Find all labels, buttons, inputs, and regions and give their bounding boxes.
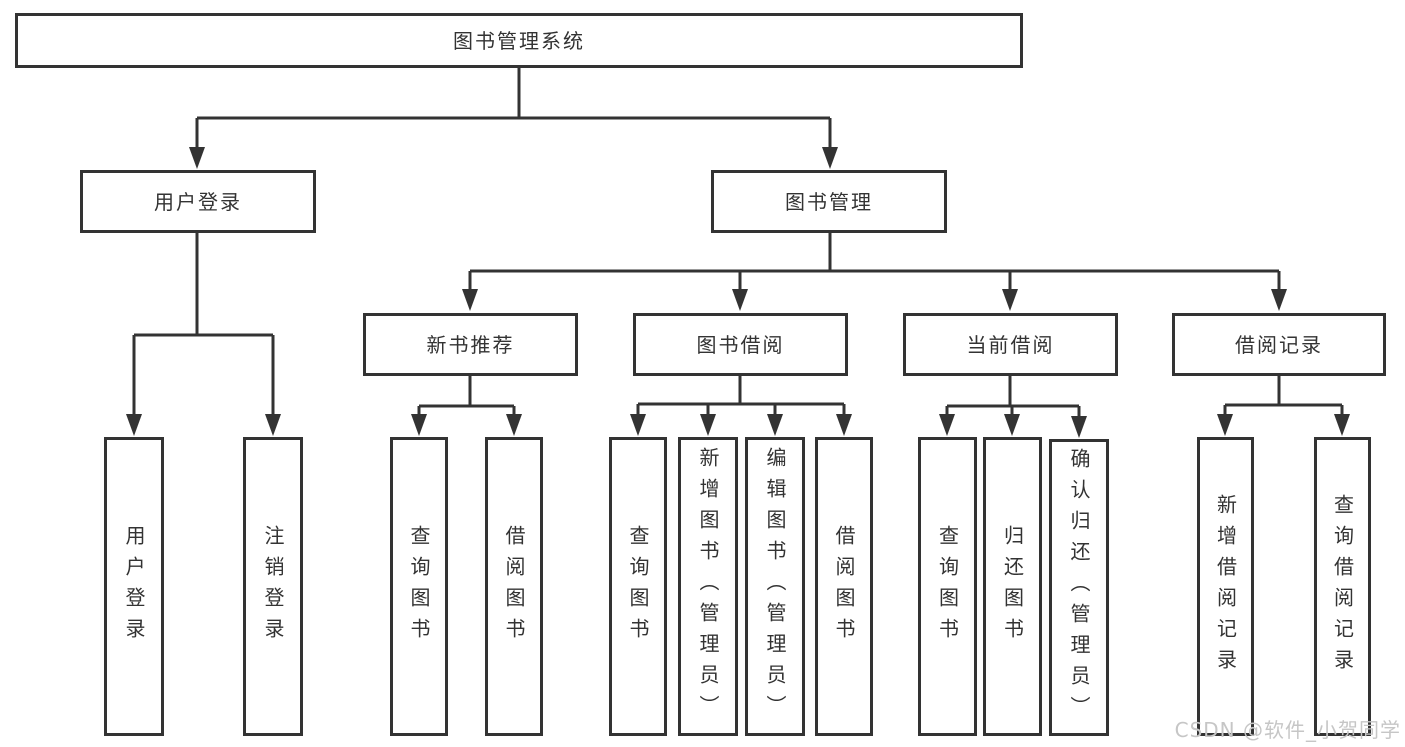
leaf-label: 用户登录: [122, 524, 146, 649]
leaf-logout: 注销登录: [243, 437, 303, 736]
leaf-label: 查询图书: [407, 524, 431, 649]
node-label: 当前借阅: [966, 332, 1055, 357]
leaf-label: 借阅图书: [832, 524, 856, 649]
leaf-edit-books-admin: 编辑图书（管理员）: [745, 437, 805, 736]
node-library-system: 图书管理系统: [15, 13, 1023, 68]
leaf-label: 查询借阅记录: [1330, 493, 1355, 680]
leaf-confirm-return-admin: 确认归还（管理员）: [1049, 439, 1109, 736]
node-label: 新书推荐: [426, 332, 515, 357]
node-label: 图书管理系统: [453, 28, 585, 53]
node-label: 用户登录: [154, 189, 242, 214]
leaf-label: 新增图书（管理员）: [696, 447, 720, 726]
node-user-login: 用户登录: [80, 170, 316, 233]
leaf-label: 编辑图书（管理员）: [763, 447, 787, 726]
leaf-current-query-books: 查询图书: [918, 437, 977, 736]
leaf-label: 注销登录: [261, 524, 285, 649]
leaf-user-login: 用户登录: [104, 437, 164, 736]
leaf-return-books: 归还图书: [983, 437, 1042, 736]
leaf-recommend-borrow-books: 借阅图书: [485, 437, 543, 736]
node-label: 图书借阅: [696, 332, 785, 357]
leaf-label: 归还图书: [1000, 524, 1025, 649]
leaf-label: 新增借阅记录: [1213, 493, 1238, 680]
leaf-borrowing-query-books: 查询图书: [609, 437, 667, 736]
node-book-management: 图书管理: [711, 170, 947, 233]
node-label: 借阅记录: [1235, 332, 1323, 357]
leaf-label: 查询图书: [626, 524, 650, 649]
leaf-label: 确认归还（管理员）: [1067, 448, 1091, 727]
leaf-add-books-admin: 新增图书（管理员）: [678, 437, 738, 736]
leaf-label: 查询图书: [935, 524, 960, 649]
node-new-book-recommend: 新书推荐: [363, 313, 578, 376]
node-borrowing-records: 借阅记录: [1172, 313, 1386, 376]
leaf-label: 借阅图书: [502, 524, 526, 649]
leaf-recommend-query-books: 查询图书: [390, 437, 448, 736]
node-current-borrowing: 当前借阅: [903, 313, 1118, 376]
node-label: 图书管理: [785, 189, 873, 214]
leaf-add-borrow-record: 新增借阅记录: [1197, 437, 1254, 736]
leaf-query-borrow-record: 查询借阅记录: [1314, 437, 1371, 736]
leaf-borrow-books: 借阅图书: [815, 437, 873, 736]
node-book-borrowing: 图书借阅: [633, 313, 848, 376]
watermark: CSDN @软件_小贺同学: [1174, 718, 1401, 742]
